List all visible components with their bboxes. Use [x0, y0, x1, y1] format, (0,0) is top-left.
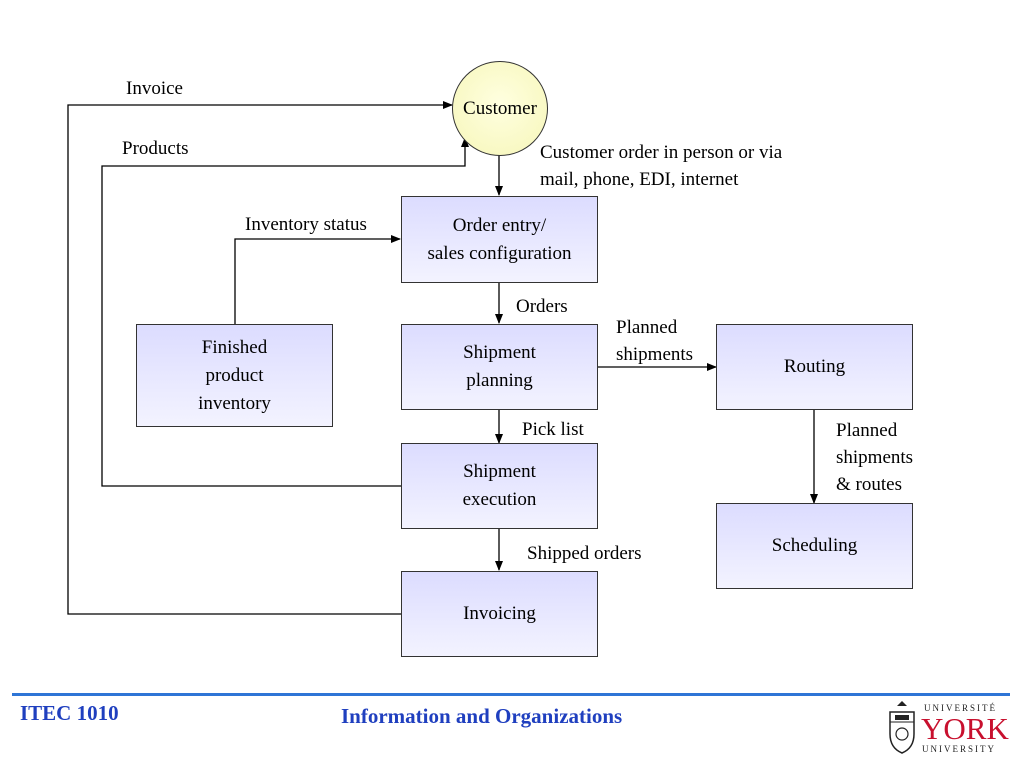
label-customer-order: Customer order in person or via mail, ph…	[540, 142, 783, 190]
edge-invoice	[67, 101, 453, 615]
york-crest-icon: UNIVERSITÉ YORK UNIVERSITY	[889, 701, 1009, 754]
svg-text:UNIVERSITY: UNIVERSITY	[922, 744, 996, 754]
label-shipped-orders: Shipped orders	[527, 543, 642, 564]
invoicing-node: Invoicing	[401, 571, 598, 657]
shipment-planning-node: Shipment planning	[401, 324, 598, 410]
edge-products	[101, 137, 469, 487]
course-subtitle: Information and Organizations	[341, 704, 623, 728]
label-inventory-status: Inventory status	[245, 214, 367, 235]
label-invoice: Invoice	[126, 78, 183, 99]
york-university-logo: UNIVERSITÉ YORK UNIVERSITY	[884, 698, 1009, 756]
shipment-execution-node: Shipment execution	[401, 443, 598, 529]
finished-inventory-node: Finished product inventory	[136, 324, 333, 427]
order-entry-node: Order entry/ sales configuration	[401, 196, 598, 283]
edge-inventory-status	[234, 235, 401, 324]
label-orders: Orders	[516, 296, 568, 317]
svg-text:YORK: YORK	[921, 711, 1009, 746]
scheduling-node: Scheduling	[716, 503, 913, 589]
label-pick-list: Pick list	[522, 419, 584, 440]
customer-node: Customer	[452, 61, 548, 156]
label-planned-shipments: Planned shipments	[616, 317, 694, 365]
label-products: Products	[122, 138, 189, 159]
footer-rule	[12, 693, 1010, 696]
course-code: ITEC 1010	[20, 701, 119, 725]
routing-node: Routing	[716, 324, 913, 410]
label-planned-shipments-routes: Planned shipments & routes	[836, 420, 914, 495]
svg-text:UNIVERSITÉ: UNIVERSITÉ	[924, 703, 997, 713]
